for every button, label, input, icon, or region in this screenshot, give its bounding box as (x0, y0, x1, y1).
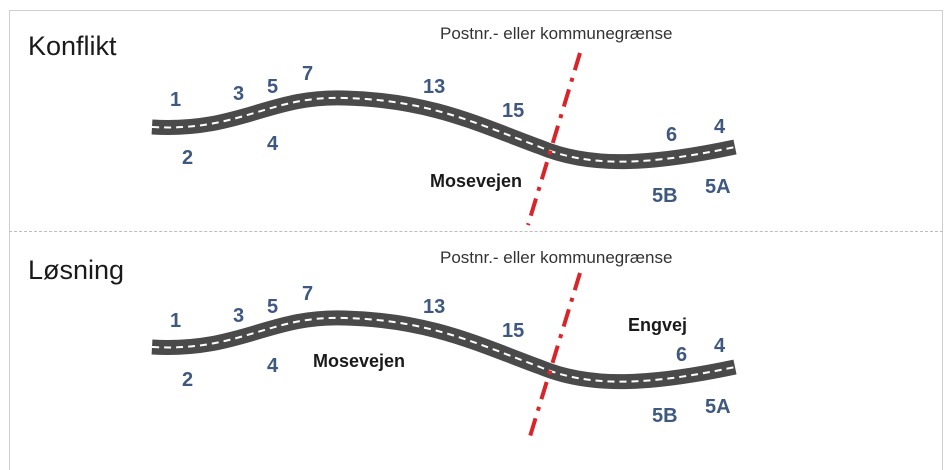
road-diagram: Konflikt Postnr.- eller kommunegrænse 1 … (28, 24, 737, 443)
house-number: 1 (170, 89, 181, 111)
house-number: 13 (423, 76, 445, 98)
border-line (526, 52, 582, 226)
house-number: 3 (233, 83, 244, 105)
road (151, 310, 737, 390)
border-line (526, 272, 582, 443)
house-number: 5B (652, 405, 678, 427)
house-number: 15 (502, 100, 524, 122)
house-number: 5 (267, 76, 278, 98)
house-number: 5B (652, 185, 678, 207)
house-number: 2 (182, 147, 193, 169)
house-number: 6 (676, 344, 687, 366)
house-number: 5 (267, 296, 278, 318)
house-number: 5A (705, 176, 731, 198)
house-number: 2 (182, 369, 193, 391)
house-number: 7 (302, 63, 313, 85)
panel-konflikt: Konflikt Postnr.- eller kommunegrænse 1 … (28, 24, 737, 226)
panel-title: Konflikt (28, 31, 117, 61)
house-number: 4 (714, 116, 726, 138)
house-number: 6 (666, 124, 677, 146)
house-number: 7 (302, 283, 313, 305)
house-number: 4 (714, 335, 726, 357)
road-name-label: Mosevejen (313, 351, 405, 371)
border-label: Postnr.- eller kommunegrænse (440, 24, 672, 43)
road-name-label: Engvej (628, 315, 687, 335)
road-name-label: Mosevejen (430, 171, 522, 191)
house-number: 4 (267, 355, 279, 377)
panel-losning: Løsning Postnr.- eller kommunegrænse 1 2… (28, 248, 737, 443)
house-number: 4 (267, 133, 279, 155)
house-number: 13 (423, 296, 445, 318)
house-number: 1 (170, 310, 181, 332)
panel-divider (9, 231, 943, 232)
road (151, 90, 737, 170)
diagram-frame (9, 10, 943, 470)
panel-title: Løsning (28, 255, 124, 285)
house-number: 5A (705, 396, 731, 418)
border-label: Postnr.- eller kommunegrænse (440, 248, 672, 267)
house-number: 3 (233, 305, 244, 327)
house-number: 15 (502, 320, 524, 342)
